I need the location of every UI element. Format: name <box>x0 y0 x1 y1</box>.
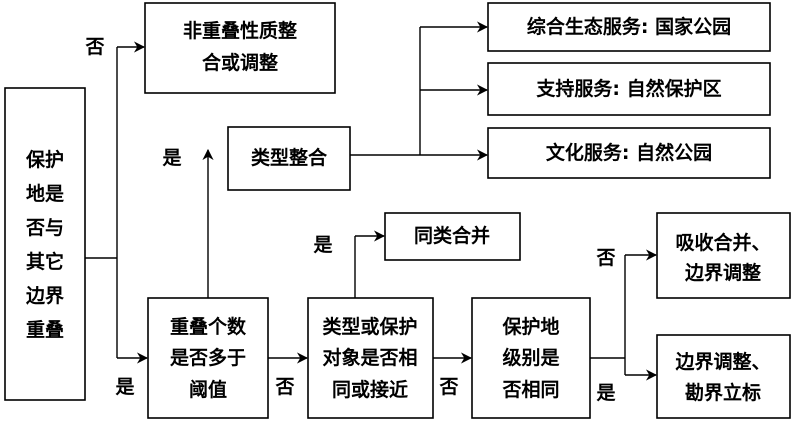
node-text-line: 类型或保护 <box>322 315 417 338</box>
node-box <box>307 297 434 419</box>
edge-label-threshold-yes: 是 <box>162 147 181 169</box>
node-level-same: 保护地 级别是 否相同 <box>471 297 591 419</box>
node-absorb-merge: 吸收合并、 边界调整 <box>656 212 791 299</box>
node-text-line: 地是 <box>26 182 64 205</box>
edge-label-overlap-no: 否 <box>84 36 104 58</box>
node-nature-reserve: 支持服务: 自然保护区 <box>487 62 771 116</box>
edge-label-level-no: 否 <box>595 247 615 269</box>
edge-labels: 否 是 是 否 是 否 否 是 <box>84 36 615 404</box>
edge-label-type-yes: 是 <box>313 234 332 256</box>
node-text-line: 同或接近 <box>332 378 408 401</box>
node-text-line: 阈值 <box>189 378 227 401</box>
node-text-line: 类型整合 <box>251 146 328 169</box>
node-boundary-adjust: 边界调整、 勘界立标 <box>656 334 791 419</box>
node-box <box>4 87 86 401</box>
node-text-line: 文化服务: 自然公园 <box>546 141 712 164</box>
node-same-type-merge: 同类合并 <box>384 212 521 261</box>
node-box <box>656 334 791 419</box>
node-box <box>487 2 771 52</box>
node-text-line: 合或调整 <box>202 51 278 74</box>
edge-label-overlap-yes: 是 <box>115 376 134 398</box>
node-text-line: 吸收合并、 <box>675 231 770 254</box>
node-box <box>471 297 591 419</box>
node-text-line: 重叠个数 <box>170 315 247 338</box>
node-text-line: 否与 <box>25 217 64 239</box>
node-national-park: 综合生态服务: 国家公园 <box>487 2 771 52</box>
node-box <box>144 2 336 94</box>
edge-label-type-no: 否 <box>438 376 458 398</box>
node-text-line: 边界 <box>25 285 64 307</box>
node-text-line: 同类合并 <box>414 224 490 247</box>
node-box <box>227 126 351 191</box>
node-text-line: 重叠 <box>26 319 64 341</box>
node-text-line: 保护地 <box>501 315 559 338</box>
node-text-line: 是否多于 <box>170 346 246 369</box>
node-count-threshold: 重叠个数 是否多于 阈值 <box>147 297 269 419</box>
node-text-line: 否相同 <box>501 379 559 401</box>
node-text-line: 级别是 <box>502 346 559 369</box>
node-box <box>147 297 269 419</box>
edge-label-threshold-no: 否 <box>274 376 294 398</box>
node-non-overlap: 非重叠性质整 合或调整 <box>144 2 336 94</box>
node-text-line: 边界调整、 <box>674 350 770 373</box>
node-text-line: 勘界立标 <box>685 381 761 404</box>
node-text-line: 对象是否相 <box>322 346 417 369</box>
node-text-line: 综合生态服务: 国家公园 <box>527 15 731 38</box>
node-natural-park: 文化服务: 自然公园 <box>487 127 771 179</box>
connectors <box>85 21 658 381</box>
node-type-integration: 类型整合 <box>227 126 351 191</box>
node-box <box>487 62 771 116</box>
node-text-line: 其它 <box>26 250 64 273</box>
node-box <box>487 127 771 179</box>
node-text-line: 保护 <box>25 148 64 171</box>
node-box <box>384 212 521 261</box>
node-text-line: 边界调整 <box>684 261 761 284</box>
node-text-line: 非重叠性质整 <box>183 19 297 42</box>
node-text-line: 支持服务: 自然保护区 <box>535 77 721 100</box>
node-type-same: 类型或保护 对象是否相 同或接近 <box>307 297 434 419</box>
node-box <box>656 212 791 299</box>
edge-label-level-yes: 是 <box>596 382 615 404</box>
node-overlap-question: 保护 地是 否与 其它 边界 重叠 <box>4 87 86 401</box>
